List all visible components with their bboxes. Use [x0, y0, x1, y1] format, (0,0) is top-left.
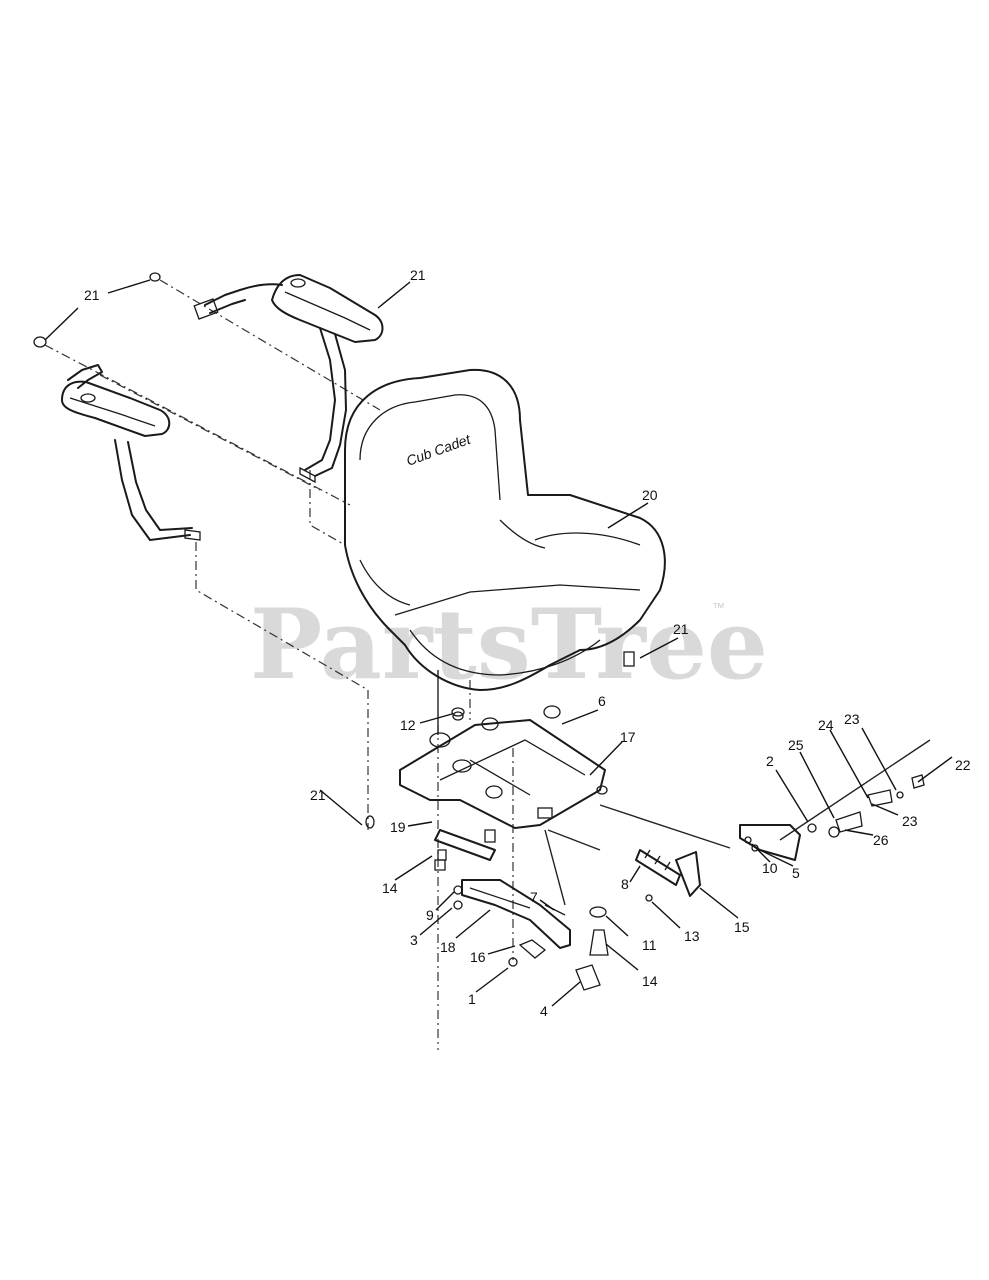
- callout-25: 25: [788, 737, 804, 753]
- callout-12: 12: [400, 717, 416, 733]
- callout-5: 5: [792, 865, 800, 881]
- callout-8: 8: [621, 876, 629, 892]
- connection-lines: [437, 670, 931, 906]
- callout-16: 16: [470, 949, 486, 965]
- leader-lines: [44, 279, 953, 1007]
- callout-18: 18: [440, 939, 456, 955]
- callout-4: 4: [540, 1003, 548, 1019]
- seat-plate: [399, 705, 608, 871]
- callout-21: 21: [410, 267, 426, 283]
- callout-3: 3: [410, 932, 418, 948]
- watermark-trademark: ™: [712, 600, 725, 615]
- callout-26: 26: [873, 832, 889, 848]
- callout-2: 2: [766, 753, 774, 769]
- callout-7: 7: [530, 889, 538, 905]
- callout-labels: 21 21 21 21 21 20 12 6 17 19 14 9 3 18 7…: [84, 267, 971, 1019]
- callout-23: 23: [902, 813, 918, 829]
- hardware: [33, 272, 925, 991]
- callout-14: 14: [642, 973, 658, 989]
- callout-22: 22: [955, 757, 971, 773]
- left-armrest: [61, 364, 201, 541]
- right-armrest: [193, 274, 384, 484]
- callout-21: 21: [84, 287, 100, 303]
- seat-logo: Cub Cadet: [404, 431, 473, 469]
- callout-9: 9: [426, 907, 434, 923]
- callout-11: 11: [642, 937, 657, 953]
- callout-15: 15: [734, 919, 750, 935]
- callout-10: 10: [762, 860, 778, 876]
- callout-23: 23: [844, 711, 860, 727]
- callout-21: 21: [673, 621, 689, 637]
- callout-20: 20: [642, 487, 658, 503]
- assembly-lines: [44, 279, 514, 1050]
- callout-14: 14: [382, 880, 398, 896]
- watermark: PartsTree: [250, 588, 768, 701]
- callout-24: 24: [818, 717, 834, 733]
- callout-19: 19: [390, 819, 406, 835]
- callout-1: 1: [468, 991, 476, 1007]
- callout-17: 17: [620, 729, 636, 745]
- callout-6: 6: [598, 693, 606, 709]
- callout-13: 13: [684, 928, 700, 944]
- callout-21: 21: [310, 787, 326, 803]
- slide-rail: [453, 879, 571, 967]
